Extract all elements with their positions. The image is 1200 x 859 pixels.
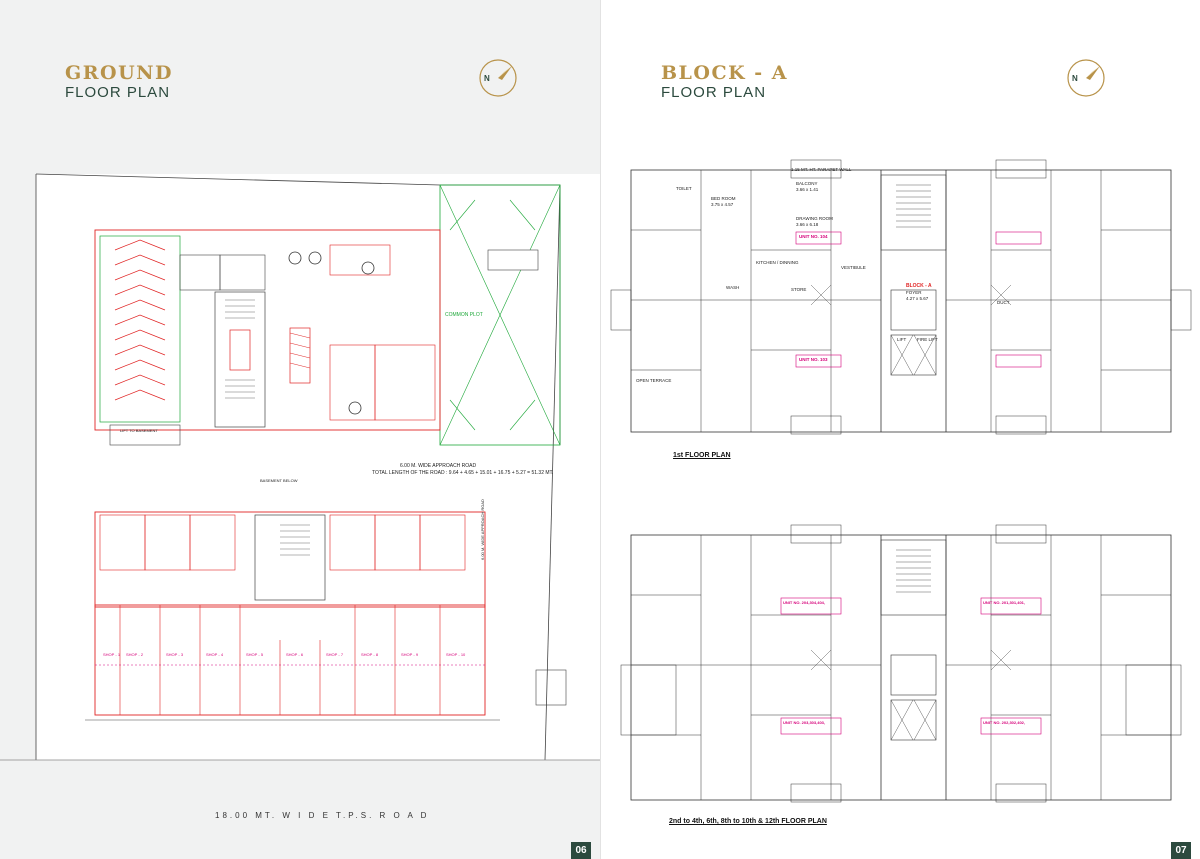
page-title: GROUND xyxy=(65,62,173,84)
parapet-label: 1.15 MT. HT. PARAPET WALL xyxy=(791,167,852,172)
room-label: WASH xyxy=(726,285,740,290)
shop-label: SHOP - 10 xyxy=(446,652,466,657)
shop-label: SHOP - 2 xyxy=(126,652,144,657)
room-label: TOILET xyxy=(676,186,692,191)
plan1-caption: 1st FLOOR PLAN xyxy=(673,452,731,459)
road-length-label: TOTAL LENGTH OF THE ROAD : 9.64 + 4.65 +… xyxy=(372,470,554,476)
page-number: 06 xyxy=(571,842,591,859)
unit-label: UNIT NO. 204,304,404, xyxy=(783,600,826,605)
room-label: VESTIBULE xyxy=(841,265,866,270)
room-label: KITCHEN / DINNING xyxy=(756,260,799,265)
room-dimension: 4.27 x 5.67 xyxy=(906,296,929,301)
unit-label: UNIT NO. 202,302,402, xyxy=(983,720,1026,725)
room-label: DRAWING ROOM xyxy=(796,216,833,221)
room-dimension: 3.75 x 4.57 xyxy=(711,202,734,207)
page-subtitle: FLOOR PLAN xyxy=(661,84,767,101)
svg-text:N: N xyxy=(1072,74,1078,83)
page-title: BLOCK - A xyxy=(661,62,788,84)
room-label: FIRE LIFT xyxy=(917,337,938,342)
shop-label: SHOP - 7 xyxy=(326,652,344,657)
approach-road-label: 6.00 M. WIDE APPROACH ROAD xyxy=(400,463,477,469)
unit-label: UNIT NO. 104 xyxy=(799,234,828,239)
shop-label: SHOP - 3 xyxy=(166,652,184,657)
room-dimension: 3.66 x 6.18 xyxy=(796,222,819,227)
unit-label: UNIT NO. 103 xyxy=(799,357,828,362)
page-subtitle: FLOOR PLAN xyxy=(65,84,171,101)
room-label: LIFT xyxy=(897,337,907,342)
shop-label: SHOP - 1 xyxy=(103,652,121,657)
left-heading: GROUND FLOOR PLAN xyxy=(65,62,173,102)
vertical-road-label: 6.00 M. WIDE APPROACH ROAD xyxy=(480,499,485,560)
page-number: 07 xyxy=(1171,842,1191,859)
basement-below-label: BASEMENT BELOW xyxy=(260,478,298,483)
north-arrow-icon: N xyxy=(1067,59,1105,97)
ground-floor-plan-drawing xyxy=(0,173,600,761)
tps-road-label: 18.00 MT. W I D E T.P.S. R O A D xyxy=(215,811,430,820)
common-plot-label: COMMON PLOT xyxy=(445,312,483,318)
block-label: BLOCK - A xyxy=(906,283,932,289)
shop-label: SHOP - 5 xyxy=(246,652,264,657)
room-label: FOYER xyxy=(906,290,922,295)
room-label: DUCT xyxy=(997,300,1010,305)
plan2-caption: 2nd to 4th, 6th, 8th to 10th & 12th FLOO… xyxy=(669,818,827,825)
room-label: OPEN TERRACE xyxy=(636,378,672,383)
unit-label: UNIT NO. 201,301,401, xyxy=(983,600,1026,605)
block-a-floor-plans-drawing xyxy=(610,159,1192,803)
shop-label: SHOP - 4 xyxy=(206,652,224,657)
right-heading: BLOCK - A FLOOR PLAN xyxy=(661,62,788,102)
room-label: BED ROOM xyxy=(711,196,736,201)
lift-to-basement-label: LIFT TO BASEMENT xyxy=(120,428,158,433)
unit-label: UNIT NO. 203,303,403, xyxy=(783,720,826,725)
right-page: BLOCK - A FLOOR PLAN N xyxy=(600,0,1200,859)
shop-label: SHOP - 8 xyxy=(361,652,379,657)
shop-label: SHOP - 9 xyxy=(401,652,419,657)
svg-text:N: N xyxy=(484,74,490,83)
shop-label: SHOP - 6 xyxy=(286,652,304,657)
room-label: STORE xyxy=(791,287,807,292)
room-dimension: 3.66 x 1.41 xyxy=(796,187,819,192)
left-page: GROUND FLOOR PLAN N xyxy=(0,0,600,859)
room-label: BALCONY xyxy=(796,181,818,186)
north-arrow-icon: N xyxy=(479,59,517,97)
